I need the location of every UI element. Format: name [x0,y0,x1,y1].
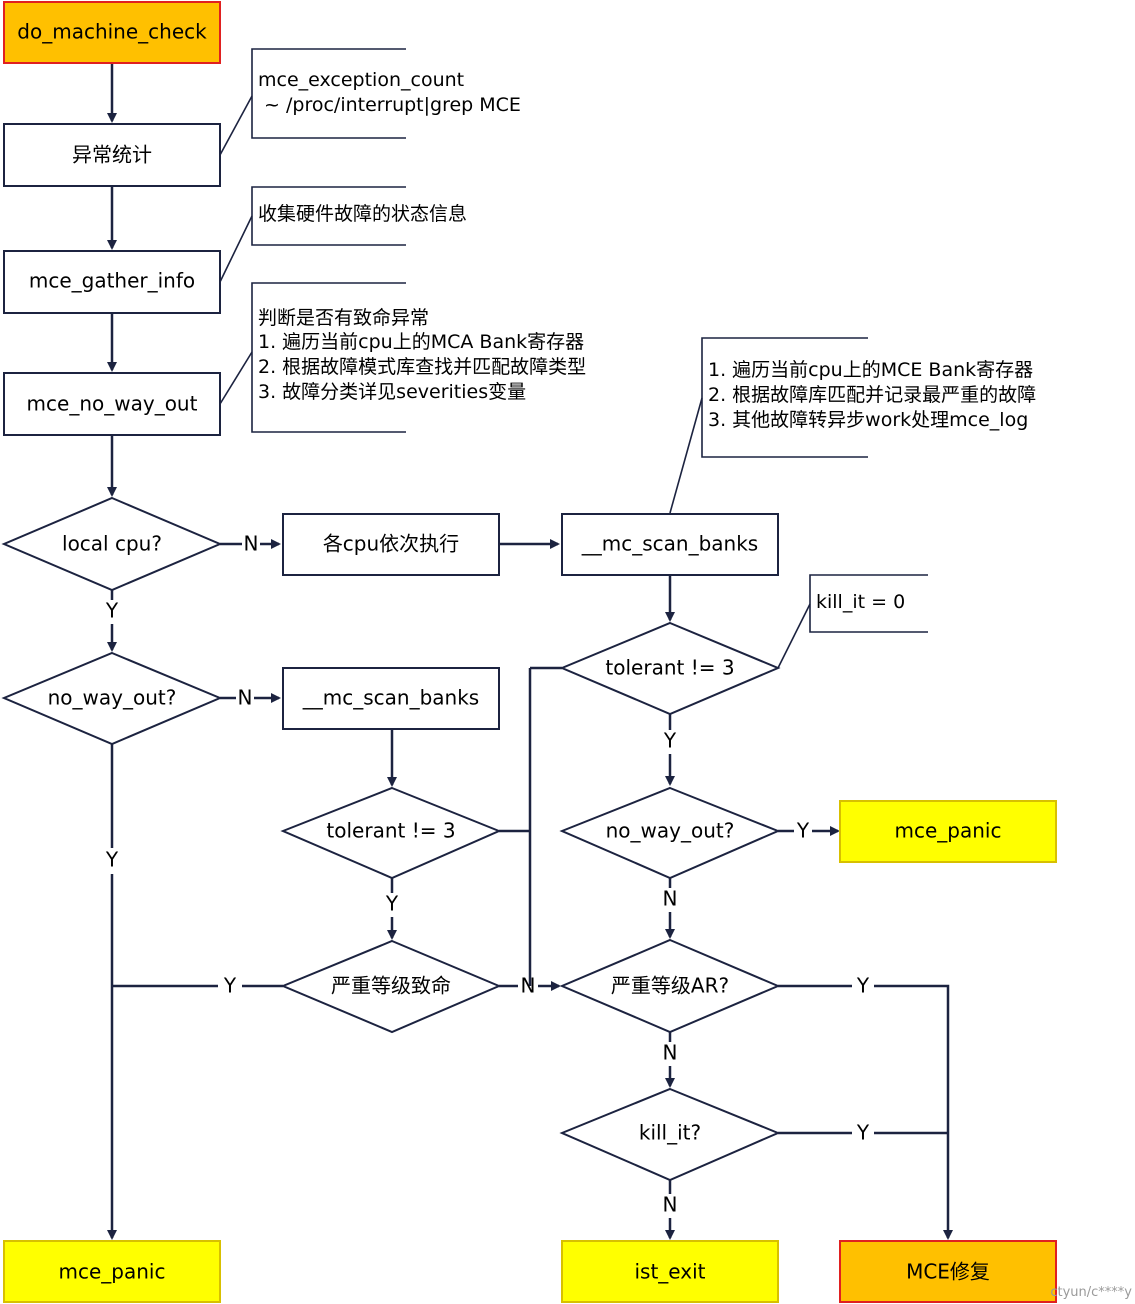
note3-line4: 3. 故障分类详见severities变量 [258,381,526,403]
localcpu-label: local cpu? [62,532,162,556]
note2-line1: 收集硬件故障的状态信息 [258,203,467,225]
label-ar-y: Y [856,974,870,998]
leader-note5 [777,603,811,669]
nowayout-left-diamond [1,651,223,746]
note4-line1: 1. 遍历当前cpu上的MCE Bank寄存器 [708,359,1033,381]
label-nowayout-left-y: Y [105,848,119,872]
note-brackets [251,48,928,633]
notes: mce_exception_count ~ /proc/interrupt|gr… [258,69,1036,613]
scanmid-label: __mc_scan_banks [302,686,479,710]
note3-line1: 判断是否有致命异常 [258,307,429,329]
note3-bracket [251,282,406,433]
repair-label: MCE修复 [906,1260,990,1284]
label-killit-y: Y [856,1121,870,1145]
note4-line3: 3. 其他故障转异步work处理mce_log [708,409,1028,431]
leader-note4 [669,397,703,514]
connectors [107,63,953,1240]
label-ar-n: N [663,1041,678,1065]
nowayout-right-diamond [559,786,781,880]
node-labels: do_machine_check 异常统计 mce_gather_info mc… [17,20,1001,1284]
note1-bracket [251,48,406,139]
note4-bracket [701,337,868,458]
note3-line2: 1. 遍历当前cpu上的MCA Bank寄存器 [258,331,584,353]
nowayout-label: mce_no_way_out [27,392,198,416]
panicright-box [839,800,1057,863]
leader-note2 [219,215,253,283]
arrow-ar-to-repair [874,984,953,1240]
label-fatal-y: Y [223,974,237,998]
percpu-label: 各cpu依次执行 [323,532,459,556]
leader-note1 [219,95,253,156]
scantop-box [561,513,779,576]
nowayout-left-label: no_way_out? [48,686,177,710]
note1-line2: ~ /proc/interrupt|grep MCE [258,94,521,116]
killit-diamond [559,1087,781,1182]
fatal-label: 严重等级致命 [331,974,451,998]
tolerantmid-label: tolerant != 3 [326,819,455,843]
tolerantright-label: tolerant != 3 [605,656,734,680]
label-tolerantmid-y: Y [385,892,399,916]
stats-box [3,123,221,187]
start-label: do_machine_check [17,20,207,44]
killit-label: kill_it? [639,1121,701,1145]
note5-bracket [809,574,928,633]
label-nowayout-left-n: N [238,686,253,710]
leader-note3 [219,351,253,405]
ar-diamond [559,938,781,1034]
localcpu-diamond [1,496,223,592]
start-box [3,1,221,64]
note2-bracket [251,186,406,246]
node-shapes [1,1,1057,1303]
watermark: ctyun/c****y [1050,1285,1132,1300]
label-localcpu-y: Y [105,599,119,623]
note4-line2: 2. 根据故障库匹配并记录最严重的故障 [708,384,1036,406]
note5-line1: kill_it = 0 [816,591,905,613]
note3-line3: 2. 根据故障模式库查找并匹配故障类型 [258,356,586,378]
label-nowayout-right-n: N [663,887,678,911]
panicleft-label: mce_panic [59,1260,166,1284]
panicleft-box [3,1240,221,1303]
gather-box [3,250,221,314]
label-localcpu-n: N [244,532,259,556]
label-killit-n: N [663,1193,678,1217]
repair-box [839,1240,1057,1303]
istexit-label: ist_exit [634,1260,705,1284]
label-tolerantright-y: Y [663,729,677,753]
nowayout-box [3,372,221,436]
percpu-box [282,513,500,576]
ar-label: 严重等级AR? [611,974,729,998]
nowayout-right-label: no_way_out? [606,819,735,843]
istexit-box [561,1240,779,1303]
label-fatal-n: N [521,974,536,998]
scanmid-box [282,667,500,730]
fatal-diamond [280,939,502,1034]
tolerantright-diamond [559,621,781,716]
gather-label: mce_gather_info [29,269,195,293]
branch-labels: N Y N Y Y Y N Y Y N Y N Y N [105,532,870,1217]
panicright-label: mce_panic [895,819,1002,843]
tolerantmid-diamond [280,786,502,880]
stats-label: 异常统计 [72,143,152,167]
scantop-label: __mc_scan_banks [581,532,758,556]
note1-line1: mce_exception_count [258,69,464,91]
label-nowayout-right-y: Y [796,819,810,843]
